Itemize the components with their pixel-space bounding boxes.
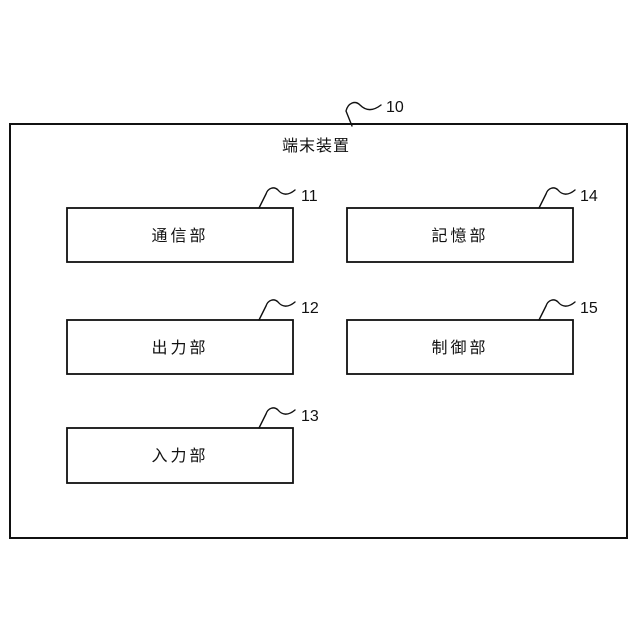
block-control-unit-label: 制御部	[431, 339, 488, 357]
ref-label-12: 12	[301, 300, 319, 317]
leader-line-12	[258, 299, 296, 321]
leader-line-14	[538, 187, 576, 209]
block-output-unit-label: 出力部	[151, 339, 208, 357]
block-input-unit	[66, 427, 294, 484]
block-storage-unit	[346, 207, 574, 263]
ref-label-13: 13	[301, 408, 319, 425]
ref-label-10: 10	[386, 99, 404, 116]
block-communication-unit	[66, 207, 294, 263]
terminal-device-label: 端末装置	[282, 137, 350, 155]
block-storage-unit-label: 記憶部	[431, 227, 488, 245]
block-input-unit-label: 入力部	[151, 447, 208, 465]
leader-line-15	[538, 299, 576, 321]
ref-label-11: 11	[301, 188, 318, 205]
leader-line-13	[258, 407, 296, 429]
block-output-unit	[66, 319, 294, 375]
block-control-unit	[346, 319, 574, 375]
terminal-device-frame	[9, 123, 628, 539]
leader-line-11	[258, 187, 296, 209]
ref-label-14: 14	[580, 188, 598, 205]
block-communication-unit-label: 通信部	[151, 227, 208, 245]
ref-label-15: 15	[580, 300, 598, 317]
leader-line-10	[345, 101, 382, 127]
